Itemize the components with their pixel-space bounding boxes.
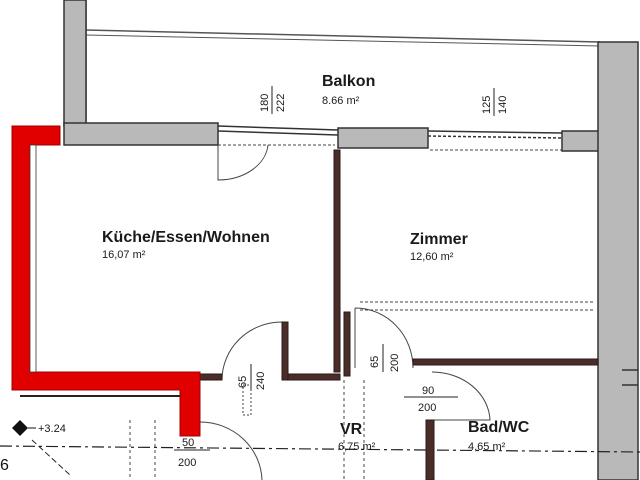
room-vr-name: VR [340,421,363,438]
kueche-door-dim-b: 240 [255,372,267,390]
balcony-railing-line [85,29,601,43]
balkon-window-dim-a: 125 [481,96,493,114]
balcony-door-dims: 180 222 [259,86,287,114]
balkon-door-dim-a: 180 [259,94,271,112]
wall-kueche-lower-left [199,373,223,381]
door-swings [129,144,595,480]
kueche-door-dim-a: 65 [237,376,249,388]
room-vr-area: 6,75 m² [338,441,376,453]
wall-kueche-vr [281,373,341,381]
room-zimmer-name: Zimmer [410,231,468,248]
zimmer-door-dim-a: 65 [369,356,381,368]
partition-walls [199,149,599,480]
kueche-door-swing [221,321,283,381]
wall-balcony-middle [337,127,429,149]
balcony-window-dims: 125 140 [481,88,509,116]
room-kueche-area: 16,07 m² [102,249,146,261]
bad-door-dim-a: 90 [422,385,434,397]
wall-kueche-zimmer [333,149,341,373]
wall-zimmer-door-post [343,311,351,377]
wall-left-upper [63,0,87,127]
room-bad-name: Bad/WC [468,419,530,436]
window-line-3 [427,130,563,134]
kueche-left-wall-inner [29,144,37,373]
balkon-door-dim-b: 222 [275,94,287,112]
wall-right [597,41,639,480]
zimmer-door-swing [354,307,414,369]
room-bad-area: 4,65 m² [468,441,506,453]
entry-door-dim-b: 200 [178,457,196,469]
entry-door-dims: 50 200 [174,437,210,469]
balcony-railing-line-inner [85,34,601,47]
kueche-door-dims: 65 240 [237,364,267,390]
balkon-window-dim-b: 140 [497,96,509,114]
room-balkon-area: 8.66 m² [322,95,360,107]
exterior-walls [63,0,639,480]
bad-door-swing [431,371,491,421]
wall-balcony-left [63,122,219,146]
room-balkon-name: Balkon [322,73,375,90]
level-diamond-icon [12,420,28,436]
wall-vr-bad [425,419,435,480]
edge-number: 6 [0,457,9,474]
section-line [0,445,640,453]
kueche-dash-box [242,384,252,416]
window-line-1 [217,125,339,131]
windows [217,125,638,386]
window-line-2 [217,130,339,136]
bad-door-dim-b: 200 [418,402,436,414]
zimmer-door-dim-b: 200 [389,354,401,372]
level-diagonal-line [31,439,71,476]
room-zimmer-area: 12,60 m² [410,251,454,263]
entry-door-dim-a: 50 [182,437,194,449]
wall-zimmer-bad [412,358,599,366]
zimmer-door-dims: 65 200 [369,344,401,372]
level-marker-text: +3.24 [38,423,66,435]
highlighted-wall [11,125,201,437]
bad-door-dims: 90 200 [404,385,458,414]
level-marker: +3.24 [12,420,71,476]
balcony-door-swing [217,144,269,181]
wall-kueche-door-post [281,321,289,381]
entry-door-swing [199,421,263,480]
window-line-4 [427,135,563,139]
room-kueche-name: Küche/Essen/Wohnen [102,229,270,246]
